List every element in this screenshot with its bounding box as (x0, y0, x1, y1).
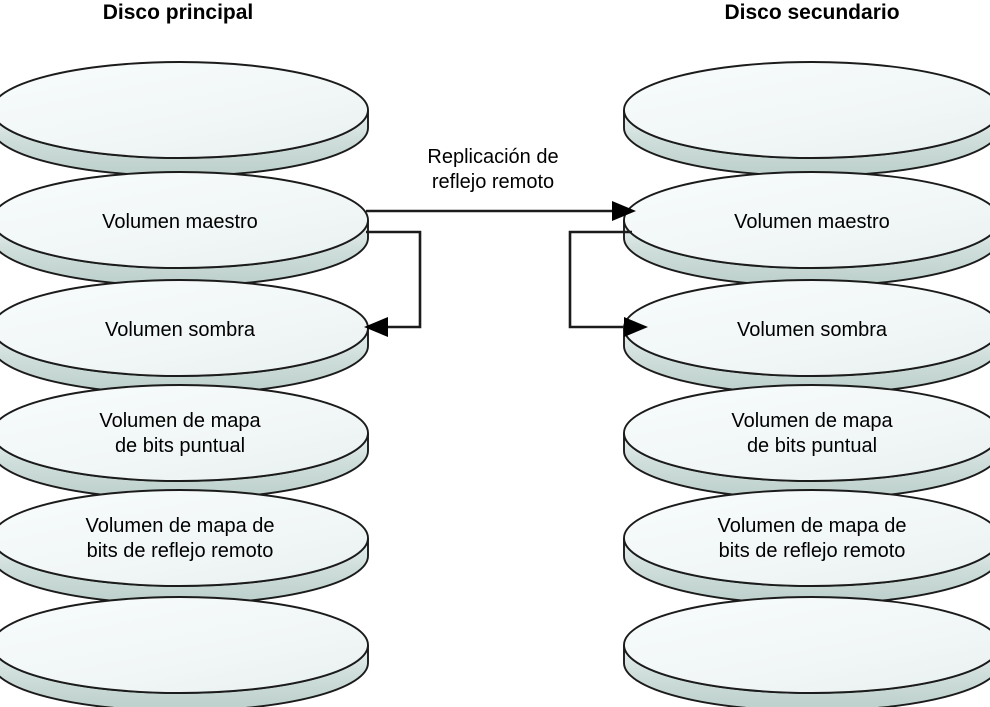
stack-left: Disco principal Volumen maestro Volumen … (0, 1, 369, 707)
replication-label: Replicación de reflejo remoto (427, 146, 558, 193)
replication-arrow[interactable] (366, 201, 636, 221)
platter-left-5-label-line1: Volumen de mapa de (85, 515, 274, 537)
page-title-left: Disco principal (103, 1, 254, 24)
platter-right-4-pointintime-bitmap[interactable]: Volumen de mapa de bits puntual (623, 384, 990, 500)
platter-right-6[interactable] (623, 596, 990, 707)
platter-left-4-label-line1: Volumen de mapa (99, 410, 261, 432)
platter-left-1[interactable] (0, 61, 369, 177)
platter-right-4-label-line2: de bits puntual (747, 435, 877, 457)
platter-right-3-shadow[interactable]: Volumen sombra (623, 279, 990, 395)
platter-left-4-pointintime-bitmap[interactable]: Volumen de mapa de bits puntual (0, 384, 369, 500)
platter-right-4-label-line1: Volumen de mapa (731, 410, 893, 432)
right-loop-arrow[interactable] (568, 230, 648, 337)
platter-left-2-master[interactable]: Volumen maestro (0, 171, 369, 287)
platter-left-4-label-line2: de bits puntual (115, 435, 245, 457)
platter-right-3-label: Volumen sombra (737, 319, 888, 341)
platter-left-5-label-line2: bits de reflejo remoto (87, 540, 274, 562)
arrow-head-left-icon (364, 317, 388, 337)
platter-left-3-shadow[interactable]: Volumen sombra (0, 279, 369, 395)
platter-right-2-label: Volumen maestro (734, 211, 890, 233)
platter-left-5-remotemirror-bitmap[interactable]: Volumen de mapa de bits de reflejo remot… (0, 489, 369, 605)
arrow-head-right-icon (612, 201, 636, 221)
replication-label-line1: Replicación de (427, 146, 558, 168)
platter-left-6[interactable] (0, 596, 369, 707)
replication-label-line2: reflejo remoto (432, 171, 554, 193)
platter-left-2-label: Volumen maestro (102, 211, 258, 233)
platter-right-5-label-line1: Volumen de mapa de (717, 515, 906, 537)
platter-right-5-remotemirror-bitmap[interactable]: Volumen de mapa de bits de reflejo remot… (623, 489, 990, 605)
page-title-right: Disco secundario (724, 1, 899, 24)
stack-right: Disco secundario Volumen maestro Volumen… (623, 1, 990, 707)
platter-right-2-master[interactable]: Volumen maestro (623, 171, 990, 287)
platter-right-1[interactable] (623, 61, 990, 177)
platter-left-3-label: Volumen sombra (105, 319, 256, 341)
platter-right-5-label-line2: bits de reflejo remoto (719, 540, 906, 562)
left-loop-arrow[interactable] (364, 230, 422, 337)
arrow-head-right-2-icon (624, 317, 648, 337)
